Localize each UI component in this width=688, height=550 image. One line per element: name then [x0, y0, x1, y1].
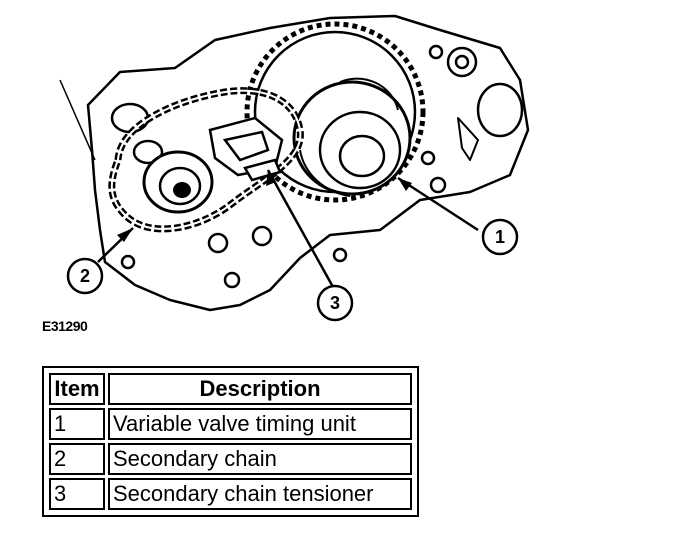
legend-row: 2 Secondary chain — [49, 443, 412, 475]
legend-row-item: 3 — [49, 478, 105, 510]
legend-row-description: Secondary chain — [108, 443, 412, 475]
legend-row-item: 2 — [49, 443, 105, 475]
vvt-sprocket — [244, 21, 426, 203]
callout-2: 2 — [66, 257, 104, 295]
boss-5 — [420, 150, 436, 166]
left-housing-1 — [110, 102, 150, 134]
boss-4 — [429, 176, 447, 194]
legend-row-item: 1 — [49, 408, 105, 440]
boss-2 — [476, 82, 524, 138]
chain-tensioner — [208, 116, 284, 182]
legend-row-description: Secondary chain tensioner — [108, 478, 412, 510]
engine-block-outline — [86, 14, 530, 312]
boss-1 — [446, 46, 478, 78]
callout-1: 1 — [481, 218, 519, 256]
callout-3: 3 — [316, 284, 354, 322]
bolt-1 — [207, 232, 229, 254]
callout-1-label: 1 — [495, 227, 505, 247]
bolt-3 — [223, 271, 241, 289]
leader-line-1 — [397, 176, 479, 232]
bolt-2 — [251, 225, 273, 247]
legend-header-row: Item Description — [49, 373, 412, 405]
legend-row: 1 Variable valve timing unit — [49, 408, 412, 440]
boss-3 — [428, 44, 444, 60]
header-item: Item — [49, 373, 105, 405]
arrowhead-1 — [398, 178, 412, 191]
header-description: Description — [108, 373, 412, 405]
left-housing-2 — [132, 139, 164, 165]
engine-timing-illustration: 1 2 3 — [59, 14, 530, 322]
secondary-sprocket — [142, 150, 214, 214]
figure-reference-id: E31290 — [42, 318, 88, 334]
arrowhead-2 — [117, 228, 133, 242]
callout-2-label: 2 — [80, 266, 90, 286]
legend-row: 3 Secondary chain tensioner — [49, 478, 412, 510]
bolt-5 — [332, 247, 348, 263]
arrowhead-3 — [266, 170, 276, 186]
legend-table: Item Description 1 Variable valve timing… — [42, 366, 419, 517]
cylinder-head-edge — [59, 79, 96, 161]
bolt-4 — [120, 254, 136, 270]
legend-row-description: Variable valve timing unit — [108, 408, 412, 440]
callout-3-label: 3 — [330, 293, 340, 313]
leader-line-3 — [266, 169, 335, 288]
